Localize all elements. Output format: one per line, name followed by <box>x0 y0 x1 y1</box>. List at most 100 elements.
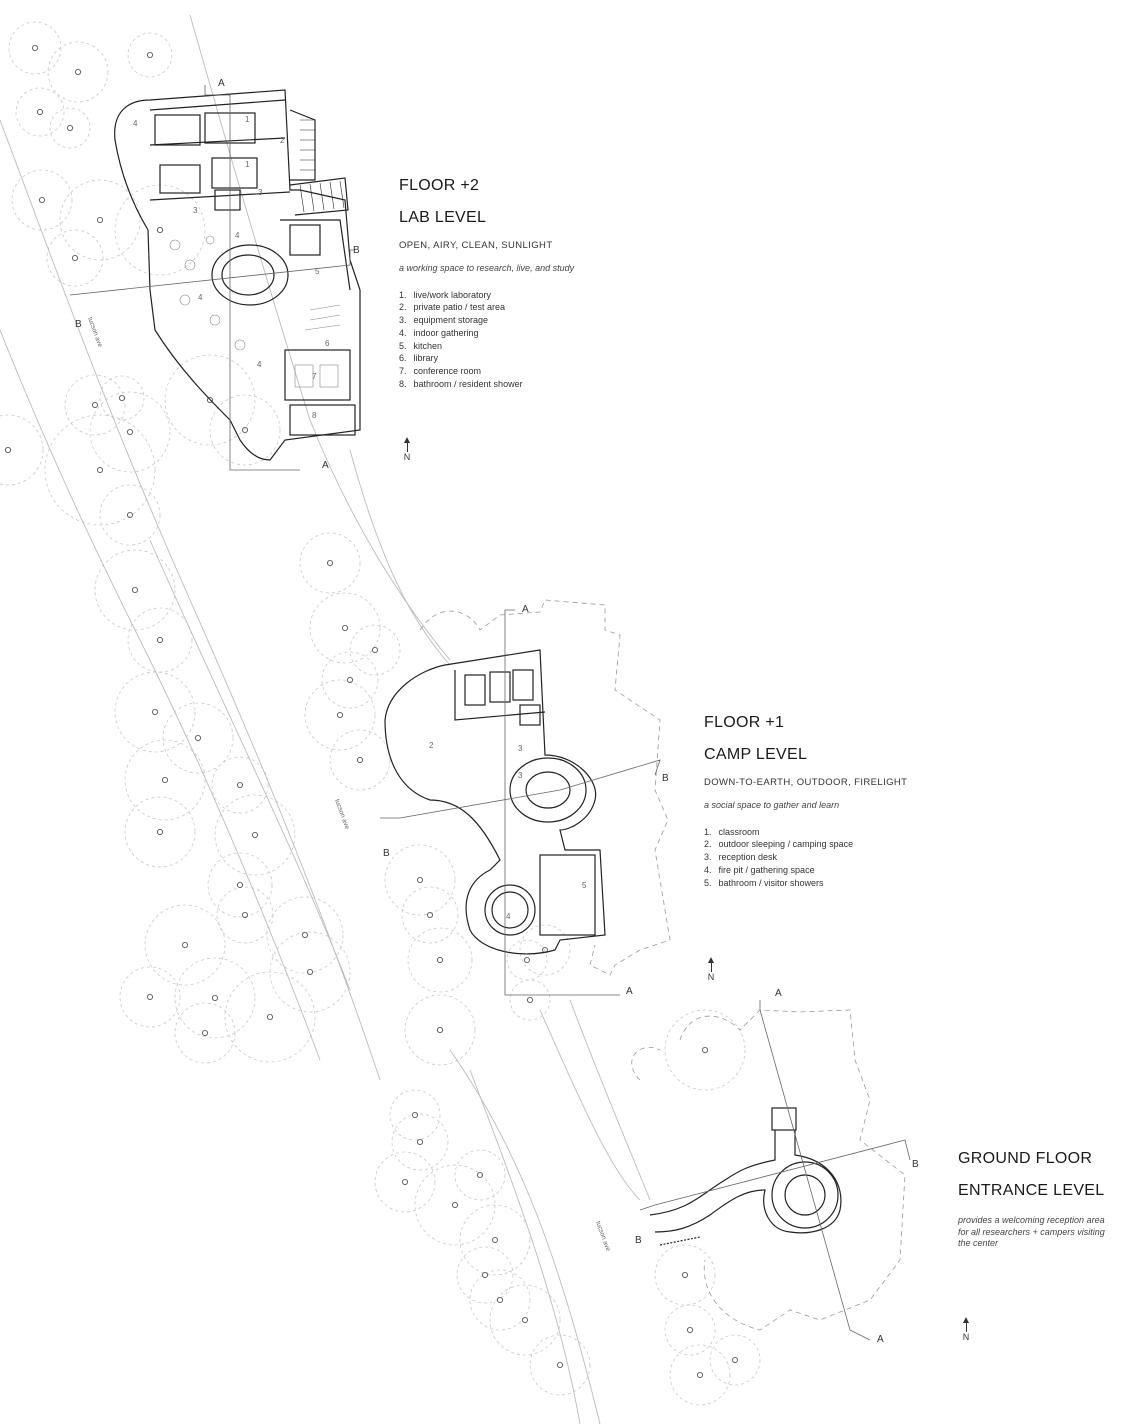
tree-canopy <box>654 1244 716 1306</box>
tree-trunk <box>527 997 534 1004</box>
tree-trunk <box>67 125 74 132</box>
section-lines <box>69 85 911 1341</box>
tree-trunk <box>436 957 443 964</box>
street-label-bottom: tucson ave <box>594 1220 611 1252</box>
ground-section-b-left: B <box>635 1235 642 1246</box>
tree-trunks <box>5 45 739 1379</box>
tree-trunk <box>206 396 213 403</box>
floor2-section-a-bottom: A <box>322 460 329 471</box>
ground-legend: GROUND FLOOR ENTRANCE LEVEL provides a w… <box>958 1149 1136 1250</box>
street-label-middle: tucson ave <box>333 798 350 830</box>
ground-section-a-top: A <box>775 988 782 999</box>
list-item: 8. bathroom / resident shower <box>399 379 523 390</box>
tree-canopy <box>384 844 456 916</box>
tree-trunk <box>682 1272 689 1279</box>
tree-canopy <box>209 394 281 466</box>
tree-canopy <box>309 592 381 664</box>
tree-canopy <box>8 21 62 75</box>
tree-canopy <box>304 679 376 751</box>
list-item: 2. outdoor sleeping / camping space <box>704 839 854 850</box>
room-number: 3 <box>193 206 198 215</box>
tree-canopy <box>349 624 401 676</box>
floor1-title: FLOOR +1 <box>704 714 785 731</box>
tree-trunk <box>266 1014 273 1021</box>
ground-title: GROUND FLOOR <box>958 1150 1093 1167</box>
tree-canopy <box>174 1002 236 1064</box>
tree-canopy <box>389 1089 441 1141</box>
street-and-paths <box>0 14 651 1424</box>
tree-canopy <box>506 939 548 981</box>
tree-trunk <box>75 69 82 76</box>
tree-trunk <box>732 1357 739 1364</box>
tree-trunk <box>416 1139 423 1146</box>
tree-trunk <box>356 757 363 764</box>
tree-canopy <box>119 966 181 1028</box>
tree-trunk <box>32 45 39 52</box>
tree-canopy <box>224 971 316 1063</box>
floor2-section-b-right: B <box>353 245 360 256</box>
floor1-room-list: 1. classroom 2. outdoor sleeping / campi… <box>704 826 964 890</box>
room-number: 6 <box>325 339 330 348</box>
tree-trunk <box>92 401 99 408</box>
list-item: 1. classroom <box>704 826 760 837</box>
tree-trunk <box>156 226 163 233</box>
street-labels: tucson ave tucson ave tucson ave <box>86 316 611 1252</box>
tree-trunk <box>72 254 79 261</box>
floor1-building <box>384 649 606 955</box>
north-arrow-icon: N <box>400 437 414 462</box>
floor1-section-b-right: B <box>662 773 669 784</box>
tree-trunk <box>251 832 258 839</box>
tree-trunk <box>306 969 313 976</box>
room-numbers: 4 1 1 2 3 3 4 4 4 5 6 7 8 2 3 3 4 5 <box>133 115 587 921</box>
tree-canopy <box>456 1246 514 1304</box>
room-number: 7 <box>312 372 317 381</box>
tree-canopy <box>211 756 269 814</box>
floor2-room-list: 1. live/work laboratory 2. private patio… <box>399 289 659 391</box>
tree-canopy <box>46 229 104 287</box>
list-item: 2. private patio / test area <box>399 302 506 313</box>
section-markers: A A B B A A B B A A B B <box>75 78 919 1345</box>
tree-trunk <box>201 1030 208 1037</box>
tree-trunk <box>131 587 138 594</box>
floor1-description: a social space to gather and learn <box>704 800 840 810</box>
room-number: 3 <box>518 744 523 753</box>
tree-trunk <box>491 1237 498 1244</box>
tree-canopy <box>391 1113 449 1171</box>
north-arrow-icon: N <box>704 957 718 982</box>
tree-trunk <box>241 912 248 919</box>
tree-trunk <box>146 994 153 1001</box>
tree-trunk <box>476 1172 483 1179</box>
tree-trunk <box>211 995 218 1002</box>
floor2-section-a-top: A <box>218 78 225 89</box>
list-item: 3. reception desk <box>704 852 778 863</box>
tree-canopy <box>664 1304 716 1356</box>
tree-trunk <box>97 466 104 473</box>
floor2-section-b-left: B <box>75 319 82 330</box>
tree-canopy <box>124 739 206 821</box>
tree-trunk <box>127 512 134 519</box>
tree-canopy <box>329 729 391 791</box>
floor1-section-a-top: A <box>522 604 529 615</box>
floor1-subtitle: CAMP LEVEL <box>704 746 808 763</box>
floor2-tagline: OPEN, AIRY, CLEAN, SUNLIGHT <box>399 240 553 251</box>
tree-canopy <box>49 107 91 149</box>
tree-trunk <box>326 560 333 567</box>
tree-canopy <box>469 1269 531 1331</box>
tree-trunk <box>127 428 134 435</box>
tree-trunk <box>336 712 343 719</box>
tree-trunk <box>97 216 104 223</box>
floor1-section-b-left: B <box>383 848 390 859</box>
tree-canopy <box>127 32 173 78</box>
tree-canopy <box>266 896 344 974</box>
room-number: 1 <box>245 160 250 169</box>
floor2-building <box>114 89 361 461</box>
room-number: 4 <box>198 293 203 302</box>
tree-trunk <box>416 877 423 884</box>
tree-canopy <box>0 414 44 486</box>
tree-trunk <box>411 1112 418 1119</box>
tree-canopy <box>509 979 551 1021</box>
floor1-section-a-bottom: A <box>626 986 633 997</box>
tree-trunk <box>236 782 243 789</box>
tree-canopy <box>299 532 361 594</box>
